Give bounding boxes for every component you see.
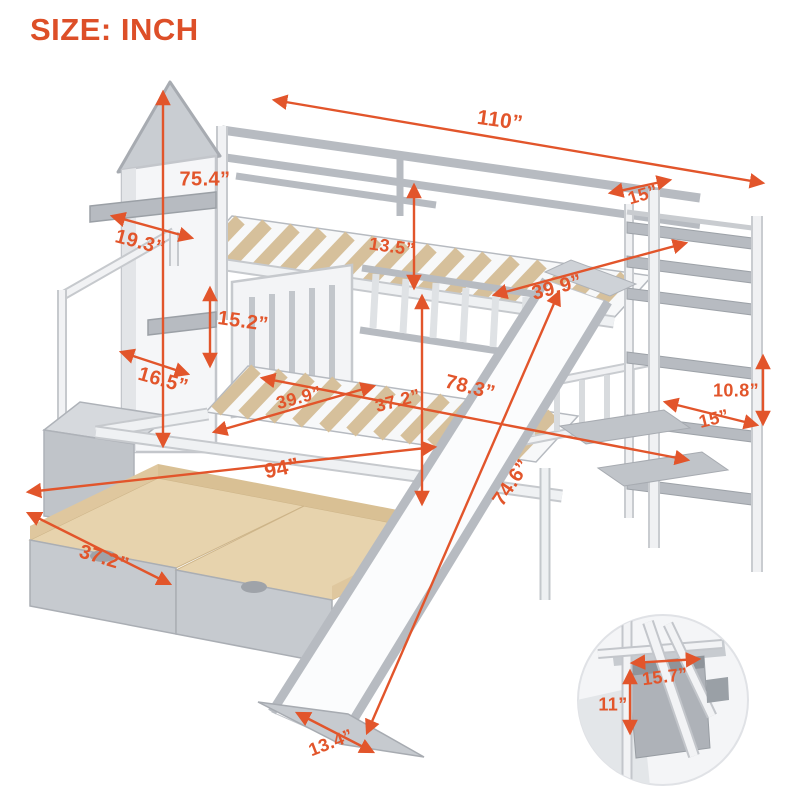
arrow-slide-length <box>365 289 561 736</box>
arrow-top-end-width <box>607 175 673 198</box>
stair-step <box>596 451 730 487</box>
arrow-top-bed-width <box>491 238 689 300</box>
arrow-shelf-depth <box>662 397 760 430</box>
arrow-step-depth <box>118 348 191 378</box>
dim-shelf-gap: 10.8” <box>712 380 760 401</box>
dim-total-height: 75.4” <box>179 168 231 191</box>
arrow-detail-step-width <box>629 652 702 670</box>
detail-knob <box>706 677 729 703</box>
arrow-tower-shelf-depth <box>109 211 195 243</box>
arrow-bottom-bed-width <box>211 382 377 436</box>
page-title: SIZE: INCH <box>30 12 199 47</box>
arrow-overall-length <box>271 94 766 189</box>
arrow-drawer-width <box>25 511 173 586</box>
arrow-slide-end-width <box>294 711 376 754</box>
detail-view <box>577 614 749 786</box>
dim-detail-step-height: 11” <box>598 694 628 715</box>
dimension-arrows <box>25 89 771 754</box>
